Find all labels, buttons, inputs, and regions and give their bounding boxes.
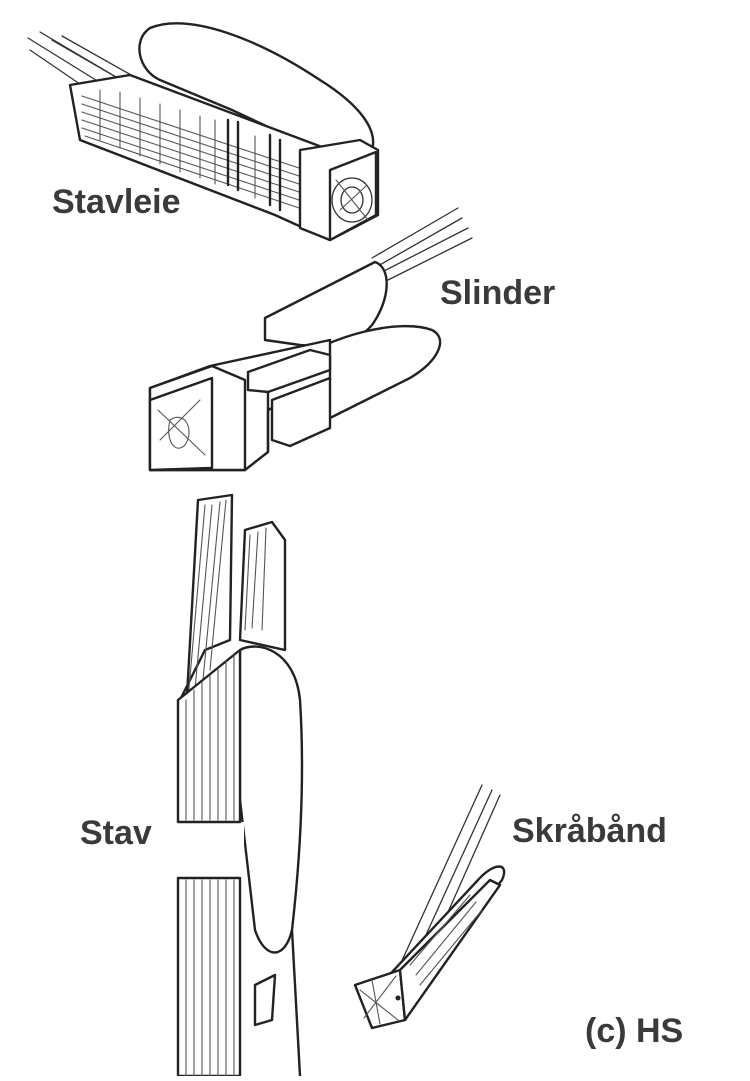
stavleie-part bbox=[27, 22, 380, 242]
label-stavleie: Stavleie bbox=[52, 183, 181, 221]
label-stav: Stav bbox=[80, 814, 152, 852]
slinder-part bbox=[148, 207, 473, 472]
label-slinder: Slinder bbox=[440, 274, 556, 312]
copyright-text: (c) HS bbox=[585, 1012, 684, 1050]
label-skraband: Skråbånd bbox=[512, 812, 667, 850]
stav-part bbox=[174, 493, 304, 1078]
skraband-part bbox=[353, 784, 506, 1030]
